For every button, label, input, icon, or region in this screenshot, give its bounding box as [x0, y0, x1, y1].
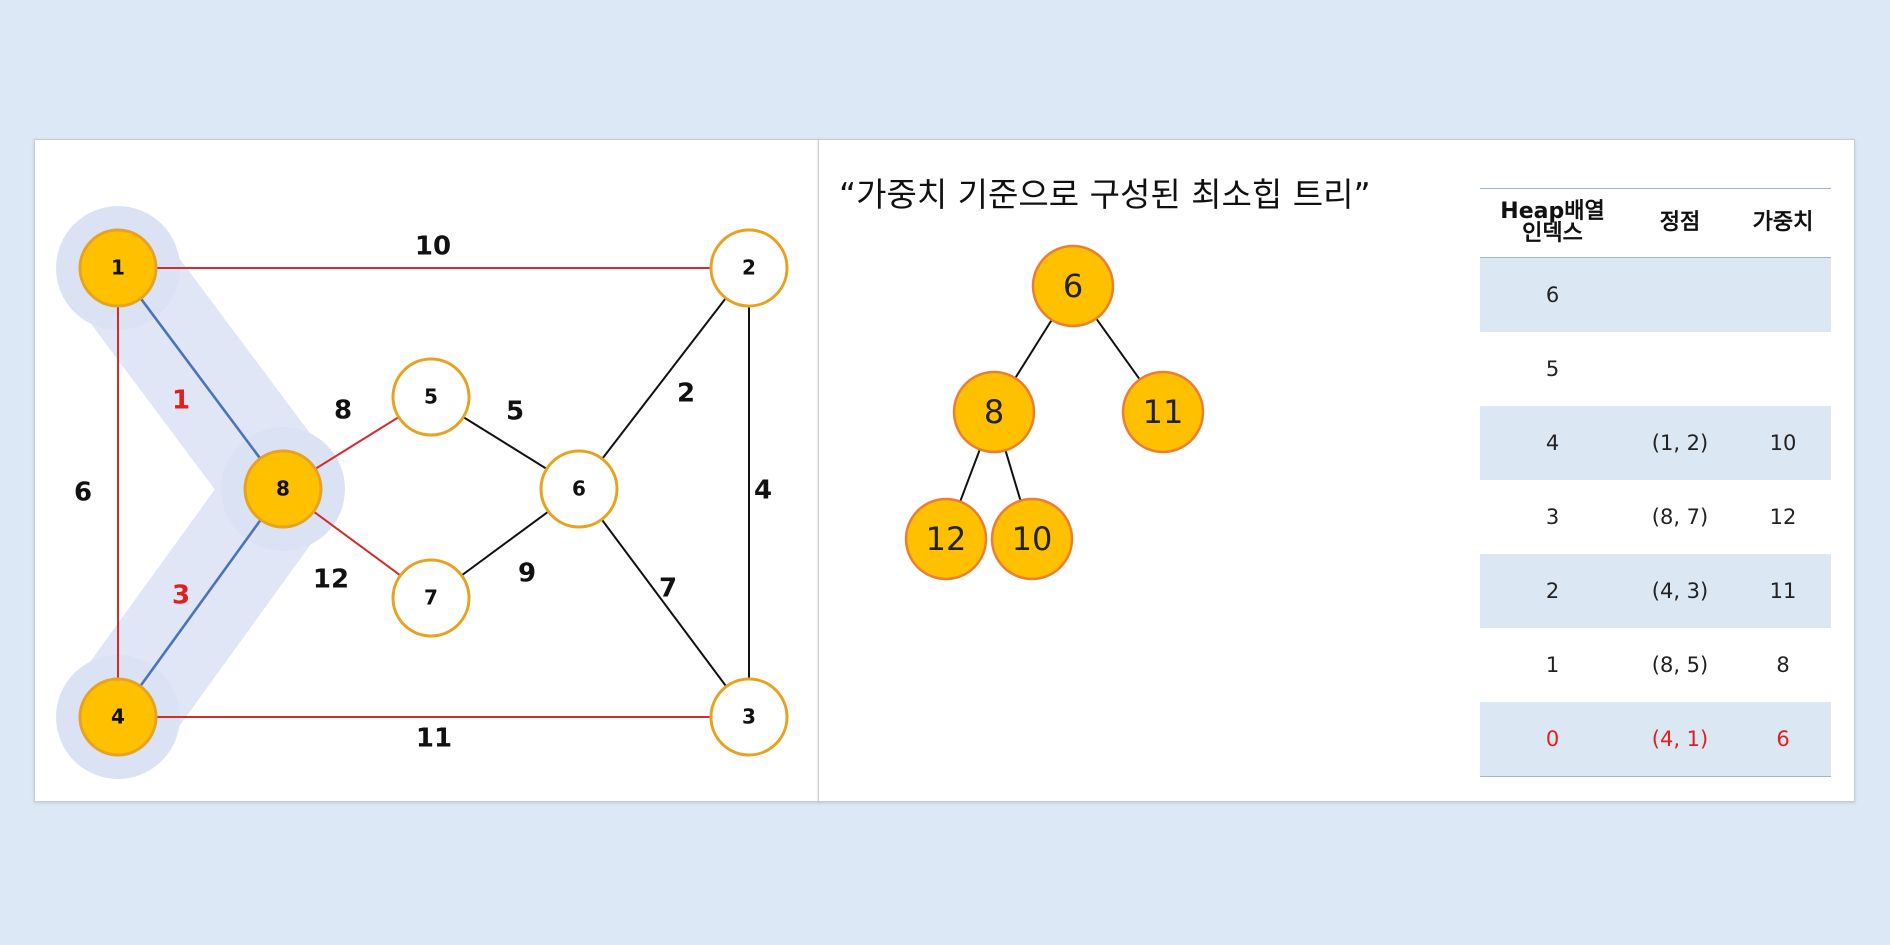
edge-weight-1-2: 10 — [415, 232, 451, 262]
edge-weight-5-6: 5 — [506, 397, 524, 427]
cell-vertex: (8, 5) — [1651, 653, 1709, 677]
heap-node-6 — [1031, 244, 1115, 328]
header-heap-index-label: Heap배열 인덱스 — [1500, 199, 1605, 246]
node-label-5: 5 — [424, 385, 438, 409]
node-label-4: 4 — [111, 705, 125, 729]
edge-weight-6-3: 7 — [659, 574, 677, 604]
edge-weight-1-8: 1 — [172, 386, 190, 416]
edge-weight-7-6: 9 — [518, 559, 536, 589]
cell-index: 3 — [1545, 505, 1560, 529]
cell-vertex: (4, 3) — [1625, 554, 1735, 628]
heap-edge-h8-h12 — [959, 449, 981, 502]
node-5 — [391, 357, 471, 437]
heap-panel: “가중치 기준으로 구성된 최소힙 트리” Heap배열 인덱스 정점 가중치 … — [818, 139, 1855, 802]
node-label-3: 3 — [742, 705, 756, 729]
heap-array-table: Heap배열 인덱스 정점 가중치 6 5 4 (1, 2) 10 — [1480, 188, 1831, 777]
edge-weight-8-5: 8 — [334, 396, 352, 426]
heap-node-11 — [1121, 370, 1205, 454]
cell-weight: 12 — [1769, 505, 1797, 529]
table-header-row: Heap배열 인덱스 정점 가중치 — [1480, 188, 1831, 258]
cell-weight: 11 — [1735, 554, 1831, 628]
heap-edge-h6-h11 — [1095, 317, 1141, 381]
node-4 — [78, 677, 158, 757]
node-label-8: 8 — [276, 477, 290, 501]
edge-weight-8-4: 3 — [172, 581, 190, 611]
cell-vertex: (4, 1) — [1625, 702, 1735, 777]
edge-weight-2-3: 4 — [754, 476, 772, 506]
heap-title: “가중치 기준으로 구성된 최소힙 트리” — [839, 175, 1371, 214]
node-label-1: 1 — [111, 256, 125, 280]
heap-node-12 — [904, 497, 988, 581]
header-weight: 가중치 — [1735, 188, 1831, 258]
heap-node-label-8: 8 — [984, 393, 1004, 431]
table-row: 6 — [1480, 257, 1831, 332]
table-row: 1 (8, 5) 8 — [1480, 628, 1831, 702]
node-3 — [709, 677, 789, 757]
header-heap-index: Heap배열 인덱스 — [1480, 188, 1625, 258]
node-8 — [243, 449, 323, 529]
edge-8-4 — [116, 488, 285, 718]
cell-weight: 10 — [1735, 406, 1831, 480]
heap-node-label-11: 11 — [1143, 393, 1184, 431]
node-label-6: 6 — [572, 477, 586, 501]
node-6 — [539, 449, 619, 529]
edge-6-3 — [578, 488, 750, 718]
table-row: 2 (4, 3) 11 — [1480, 554, 1831, 628]
cell-index: 0 — [1480, 702, 1625, 777]
table-row-highlighted: 0 (4, 1) 6 — [1480, 702, 1831, 777]
heap-node-10 — [990, 497, 1074, 581]
heap-node-label-10: 10 — [1012, 520, 1053, 558]
table-row: 3 (8, 7) 12 — [1480, 480, 1831, 554]
heap-node-8 — [952, 370, 1036, 454]
header-vertex: 정점 — [1625, 188, 1735, 258]
node-7 — [391, 558, 471, 638]
cell-weight: 6 — [1735, 702, 1831, 777]
heap-node-label-6: 6 — [1063, 267, 1083, 305]
table-row: 5 — [1480, 332, 1831, 406]
cell-vertex: (8, 7) — [1651, 505, 1709, 529]
heap-node-label-12: 12 — [926, 520, 967, 558]
table-row: 4 (1, 2) 10 — [1480, 406, 1831, 480]
edge-6-2 — [578, 267, 750, 490]
node-label-7: 7 — [424, 586, 438, 610]
cell-index: 4 — [1480, 406, 1625, 480]
edge-1-8 — [116, 267, 285, 490]
edge-weight-6-2: 2 — [677, 379, 695, 409]
heap-edge-h6-h8 — [1014, 319, 1053, 379]
cell-index: 6 — [1480, 257, 1625, 332]
cell-weight — [1735, 257, 1831, 332]
edge-weight-4-3: 11 — [416, 724, 452, 754]
cell-index: 2 — [1480, 554, 1625, 628]
cell-index: 1 — [1545, 653, 1560, 677]
node-label-2: 2 — [742, 256, 756, 280]
heap-tree: 6 8 11 12 10 — [904, 244, 1205, 581]
cell-vertex — [1625, 257, 1735, 332]
cell-vertex: (1, 2) — [1625, 406, 1735, 480]
graph-edges — [116, 267, 750, 718]
cell-weight: 8 — [1776, 653, 1790, 677]
cell-index: 5 — [1545, 357, 1560, 381]
edge-weight-1-4: 6 — [74, 478, 92, 508]
heap-edge-h8-h10 — [1004, 450, 1022, 501]
edge-weight-8-7: 12 — [313, 565, 349, 595]
node-1 — [78, 228, 158, 308]
node-2 — [709, 228, 789, 308]
